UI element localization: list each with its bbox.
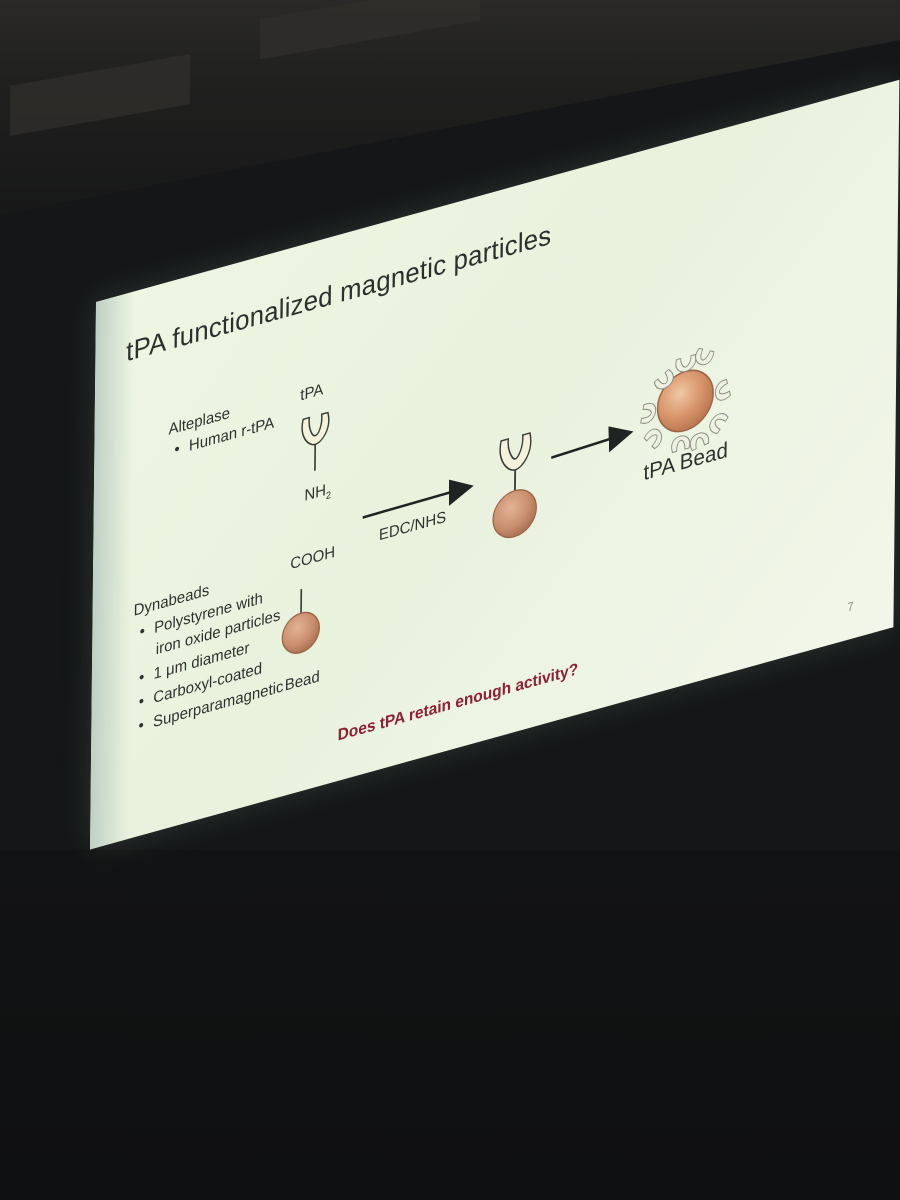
slide: tPA functionalized magnetic particles Al… [90, 79, 900, 850]
bead-icon [281, 588, 320, 654]
functionalized-bead-icon [640, 347, 732, 454]
floor [0, 850, 900, 1200]
receptor-icon [301, 411, 330, 471]
projected-slide: tPA functionalized magnetic particles Al… [90, 79, 900, 850]
bead-icon [492, 432, 537, 539]
reaction-diagram [281, 347, 732, 654]
arrow-icon [362, 479, 474, 519]
arrow-icon [551, 426, 634, 459]
